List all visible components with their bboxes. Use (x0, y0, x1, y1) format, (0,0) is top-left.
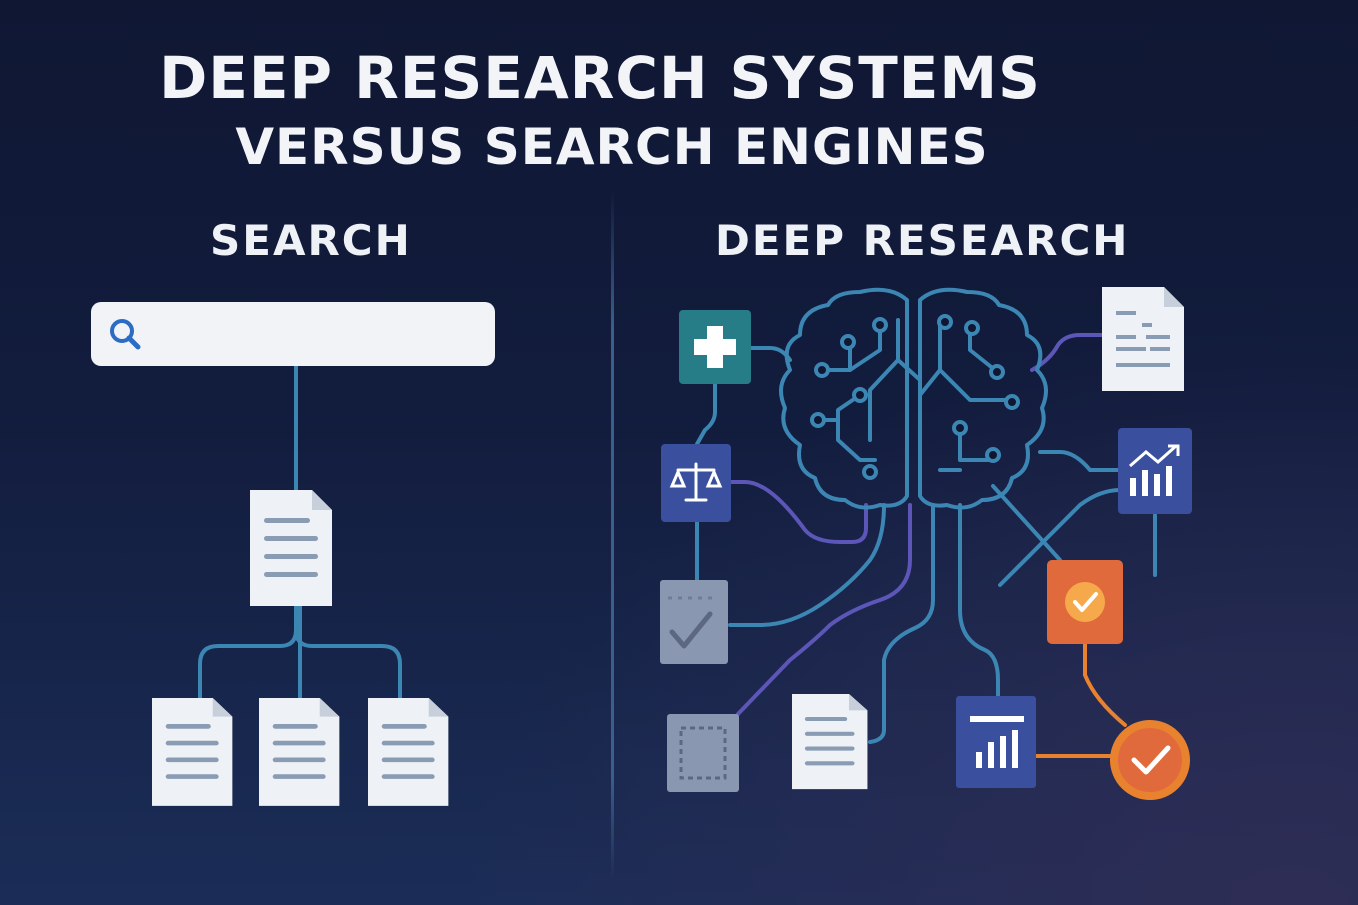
approval-check-icon[interactable] (1047, 560, 1123, 644)
page-title-line-2: VERSUS SEARCH ENGINES (235, 118, 989, 176)
bar-chart-icon[interactable] (956, 696, 1036, 788)
search-section-heading: SEARCH (210, 216, 412, 265)
search-input[interactable] (151, 312, 485, 358)
search-bar[interactable] (91, 302, 495, 366)
checkmark-badge-icon[interactable] (1110, 720, 1190, 800)
page-title-line-1: DEEP RESEARCH SYSTEMS (159, 44, 1041, 112)
search-result-document-1[interactable] (152, 698, 233, 806)
document-icon[interactable] (792, 694, 868, 790)
checklist-icon[interactable] (660, 580, 728, 664)
data-document-icon[interactable] (1102, 287, 1184, 391)
medical-cross-icon[interactable] (679, 310, 751, 384)
blank-placeholder-icon[interactable] (667, 714, 739, 792)
section-divider (611, 190, 614, 880)
brain-circuit-icon (779, 287, 1048, 510)
search-tree-lines (198, 366, 402, 698)
search-icon[interactable] (107, 316, 143, 352)
search-result-document-main[interactable] (250, 490, 332, 606)
growth-chart-icon[interactable] (1118, 428, 1192, 514)
search-result-document-3[interactable] (368, 698, 449, 806)
deep-research-section-heading: DEEP RESEARCH (715, 216, 1130, 265)
deep-research-connectors (695, 333, 1157, 758)
search-result-document-2[interactable] (259, 698, 340, 806)
scales-of-justice-icon[interactable] (661, 444, 731, 522)
